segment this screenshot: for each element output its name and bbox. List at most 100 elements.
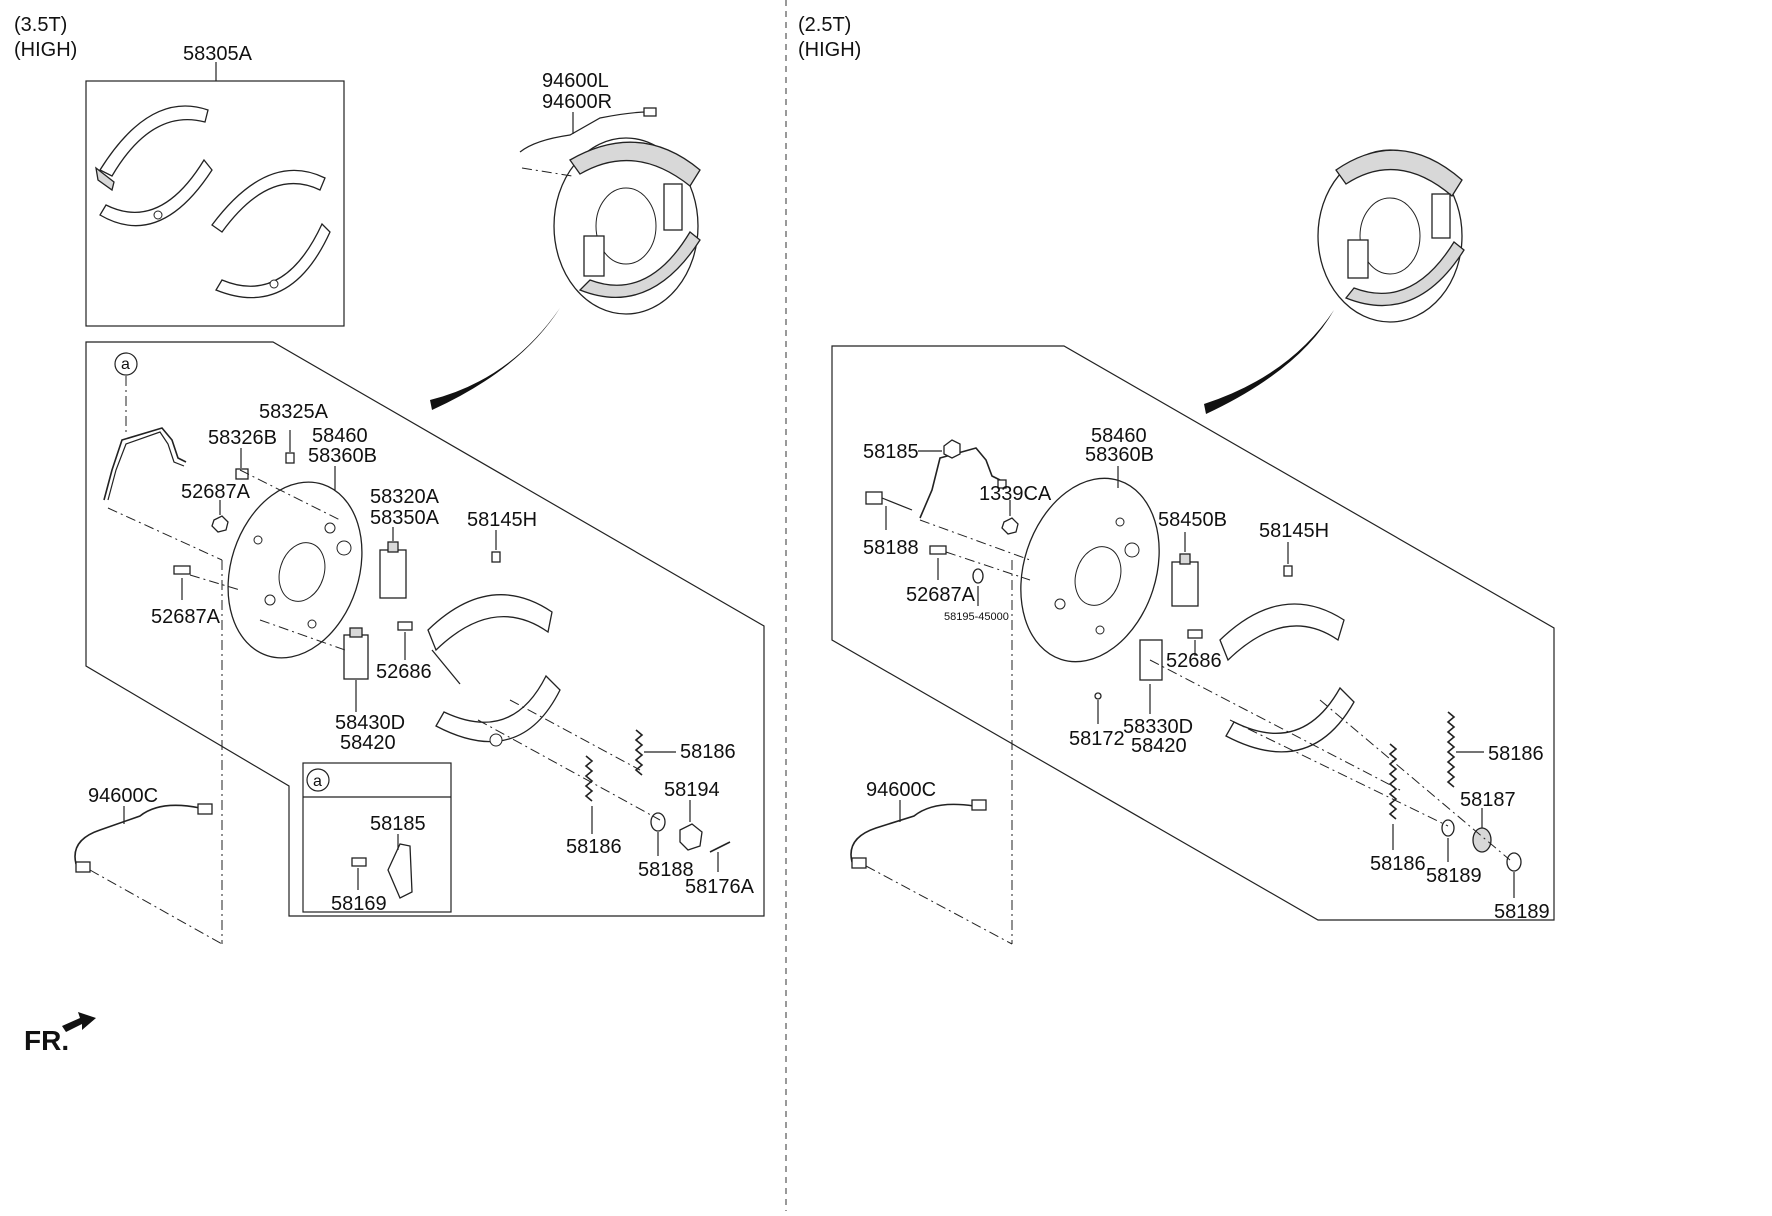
sensor-align-line-r xyxy=(865,865,1013,945)
backing-plate-58460 xyxy=(227,481,363,659)
label-58145H-r: 58145H xyxy=(1259,520,1329,542)
front-marker-text: FR. xyxy=(24,1025,69,1056)
label-58189-b: 58189 xyxy=(1494,901,1550,923)
label-58460-r: 58460 xyxy=(1091,425,1147,447)
part-58172 xyxy=(1094,692,1102,700)
assembly-pointer-arrow-r xyxy=(1204,310,1334,414)
label-94600C-r: 94600C xyxy=(866,779,936,801)
part-52687A-bolt xyxy=(173,565,191,575)
part-52686-bolt xyxy=(397,621,413,631)
assembly-wheel-cylinder-2 xyxy=(663,183,683,231)
bolt-58188-r xyxy=(865,491,883,505)
align-line-r xyxy=(1229,719,1449,827)
backing-plate-hub xyxy=(278,542,326,602)
backing-plate-hole xyxy=(307,619,317,629)
wheel-cylinder-58450B-cap xyxy=(1179,553,1191,565)
label-58305A: 58305A xyxy=(183,43,253,65)
assembled-drum-brake-left xyxy=(519,107,701,315)
assembly-upper-shoe-r xyxy=(1335,149,1463,197)
part-1339CA xyxy=(997,479,1007,489)
align-line xyxy=(259,619,346,651)
backing-plate-hole xyxy=(336,540,352,556)
label-58194: 58194 xyxy=(664,779,720,801)
wheel-cylinder-58450B xyxy=(1171,561,1199,607)
label-58145H: 58145H xyxy=(467,509,537,531)
label-inset-58185: 58185 xyxy=(370,813,426,835)
sensor-align-line xyxy=(89,869,223,945)
wheel-cylinder-58430D xyxy=(343,634,369,680)
assembly-sensor-wire xyxy=(519,111,649,153)
label-58186-r-a: 58186 xyxy=(1488,743,1544,765)
label-58185-r: 58185 xyxy=(863,441,919,463)
front-direction-marker: FR. xyxy=(24,1012,96,1056)
spring-58186-r-a xyxy=(1446,711,1456,788)
label-52687A-top: 52687A xyxy=(181,481,251,503)
kit-shoe-lining-3 xyxy=(211,169,326,233)
label-58320A: 58320A xyxy=(370,486,440,508)
label-58326B: 58326B xyxy=(208,427,277,449)
label-52686-r: 52686 xyxy=(1166,650,1222,672)
label-58172: 58172 xyxy=(1069,728,1125,750)
kit-shoe-lining-1 xyxy=(99,105,209,177)
label-1339CA: 1339CA xyxy=(979,483,1052,505)
assembly-upper-shoe xyxy=(569,141,701,187)
left-panel: (3.5T) (HIGH) 58305A xyxy=(14,14,765,945)
label-58460: 58460 xyxy=(312,425,368,447)
label-58360B-r: 58360B xyxy=(1085,444,1154,466)
sensor-94600C-tip-r xyxy=(851,857,867,869)
label-58189-a: 58189 xyxy=(1426,865,1482,887)
assembly-wheel-cylinder-r2 xyxy=(1431,193,1451,239)
left-header-line2: (HIGH) xyxy=(14,39,77,61)
inset-clip-58185 xyxy=(387,843,413,899)
align-line xyxy=(477,719,661,821)
bolt-52686-r xyxy=(1187,629,1203,639)
bolt-52687A-r xyxy=(929,545,947,555)
washer-58195-45000 xyxy=(972,568,984,584)
part-58145H-r xyxy=(1283,565,1293,577)
align-line xyxy=(189,574,241,591)
label-58325A: 58325A xyxy=(259,401,329,423)
label-58330D: 58330D xyxy=(1123,716,1193,738)
nut-58194 xyxy=(679,823,703,851)
front-arrow-icon xyxy=(62,1012,96,1032)
label-58350A: 58350A xyxy=(370,507,440,529)
backing-plate-hole xyxy=(253,535,263,545)
sensor-94600C-tip xyxy=(75,861,91,873)
wheel-cylinder-cap-2 xyxy=(349,627,363,638)
detail-inset-a: a xyxy=(302,762,452,913)
label-94600L: 94600L xyxy=(542,70,609,92)
assembly-pointer-arrow xyxy=(430,308,560,410)
label-58360B: 58360B xyxy=(308,445,377,467)
kit-shoe-web-1 xyxy=(95,166,115,192)
wheel-cylinder-cap xyxy=(387,541,399,553)
assembly-hub-hole xyxy=(595,187,657,265)
kit-rivet xyxy=(269,279,279,289)
brake-shoe-upper-r xyxy=(1219,603,1345,662)
brake-pipe-inner xyxy=(107,431,185,501)
detail-ref-circle xyxy=(114,352,138,376)
inset-ref-text: a xyxy=(313,773,322,790)
align-line xyxy=(239,469,341,521)
brake-pipe-r xyxy=(919,447,1001,519)
cap-58189-a xyxy=(1441,819,1455,837)
assembly-lower-shoe xyxy=(578,231,701,298)
label-58186-a: 58186 xyxy=(680,741,736,763)
label-58430D: 58430D xyxy=(335,712,405,734)
assembly-sensor-plug xyxy=(643,107,657,117)
spring-58186-r-b xyxy=(1388,743,1398,820)
label-58450B: 58450B xyxy=(1158,509,1227,531)
brake-shoe-kit-box xyxy=(85,62,345,327)
sensor-94600C-plug-r xyxy=(971,799,987,811)
backing-plate-hole-r xyxy=(1115,517,1125,527)
kit-frame xyxy=(85,80,345,327)
sensor-94600C-plug xyxy=(197,803,213,815)
label-58186-r-b: 58186 xyxy=(1370,853,1426,875)
part-52687A-nut xyxy=(211,515,229,533)
spring-58186-a xyxy=(634,729,644,776)
label-58420-r: 58420 xyxy=(1131,735,1187,757)
align-line xyxy=(107,507,223,561)
right-header-line1: (2.5T) xyxy=(798,14,851,36)
brake-shoe-upper-edge xyxy=(431,649,461,685)
backing-plate-hole xyxy=(264,594,276,606)
